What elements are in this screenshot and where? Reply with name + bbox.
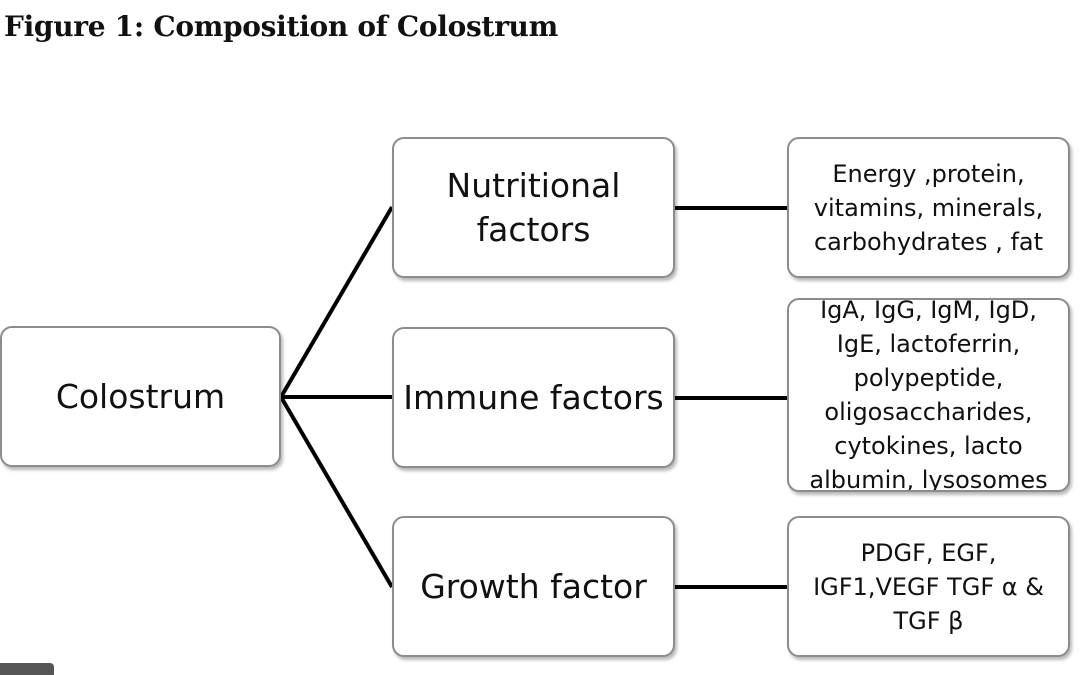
node-growth-factor-label: Growth factor	[420, 566, 647, 606]
node-nutritional-factors-label: Nutritional factors	[446, 165, 621, 249]
node-nutritional-factors: Nutritional factors	[392, 137, 675, 278]
detail-line: PDGF, EGF,	[860, 538, 997, 567]
node-immune-factors: Immune factors	[392, 327, 675, 468]
detail-immune: IgA, IgG, IgM, IgD, IgE, lactoferrin, po…	[787, 298, 1070, 492]
detail-growth-text: PDGF, EGF, IGF1,VEGF TGF α & TGF β	[813, 536, 1044, 638]
detail-line: carbohydrates , fat	[813, 227, 1044, 256]
detail-line: oligosaccharides,	[824, 398, 1033, 426]
node-immune-factors-label: Immune factors	[403, 377, 664, 417]
node-colostrum: Colostrum	[0, 326, 281, 467]
detail-growth: PDGF, EGF, IGF1,VEGF TGF α & TGF β	[787, 516, 1070, 657]
detail-line: TGF β	[893, 606, 964, 635]
detail-line: IgE, lactoferrin,	[836, 330, 1021, 358]
detail-line: albumin, lysosomes	[809, 466, 1048, 492]
detail-nutritional-text: Energy ,protein, vitamins, minerals, car…	[814, 157, 1043, 259]
detail-line: cytokines, lacto	[834, 432, 1023, 460]
detail-line: IGF1,VEGF TGF α &	[813, 572, 1044, 601]
detail-line: Energy ,protein,	[832, 159, 1025, 188]
corner-tab	[0, 663, 54, 675]
node-colostrum-label: Colostrum	[55, 376, 226, 416]
connector-root-to-growth	[279, 395, 394, 589]
detail-immune-text: IgA, IgG, IgM, IgD, IgE, lactoferrin, po…	[809, 298, 1048, 492]
detail-nutritional: Energy ,protein, vitamins, minerals, car…	[787, 137, 1070, 278]
detail-line: polypeptide,	[853, 364, 1004, 392]
detail-line: vitamins, minerals,	[813, 193, 1044, 222]
node-growth-factor: Growth factor	[392, 516, 675, 657]
detail-line: IgA, IgG, IgM, IgD,	[820, 298, 1037, 324]
figure-title: Figure 1: Composition of Colostrum	[4, 10, 558, 43]
connector-root-to-nutritional	[279, 205, 394, 399]
